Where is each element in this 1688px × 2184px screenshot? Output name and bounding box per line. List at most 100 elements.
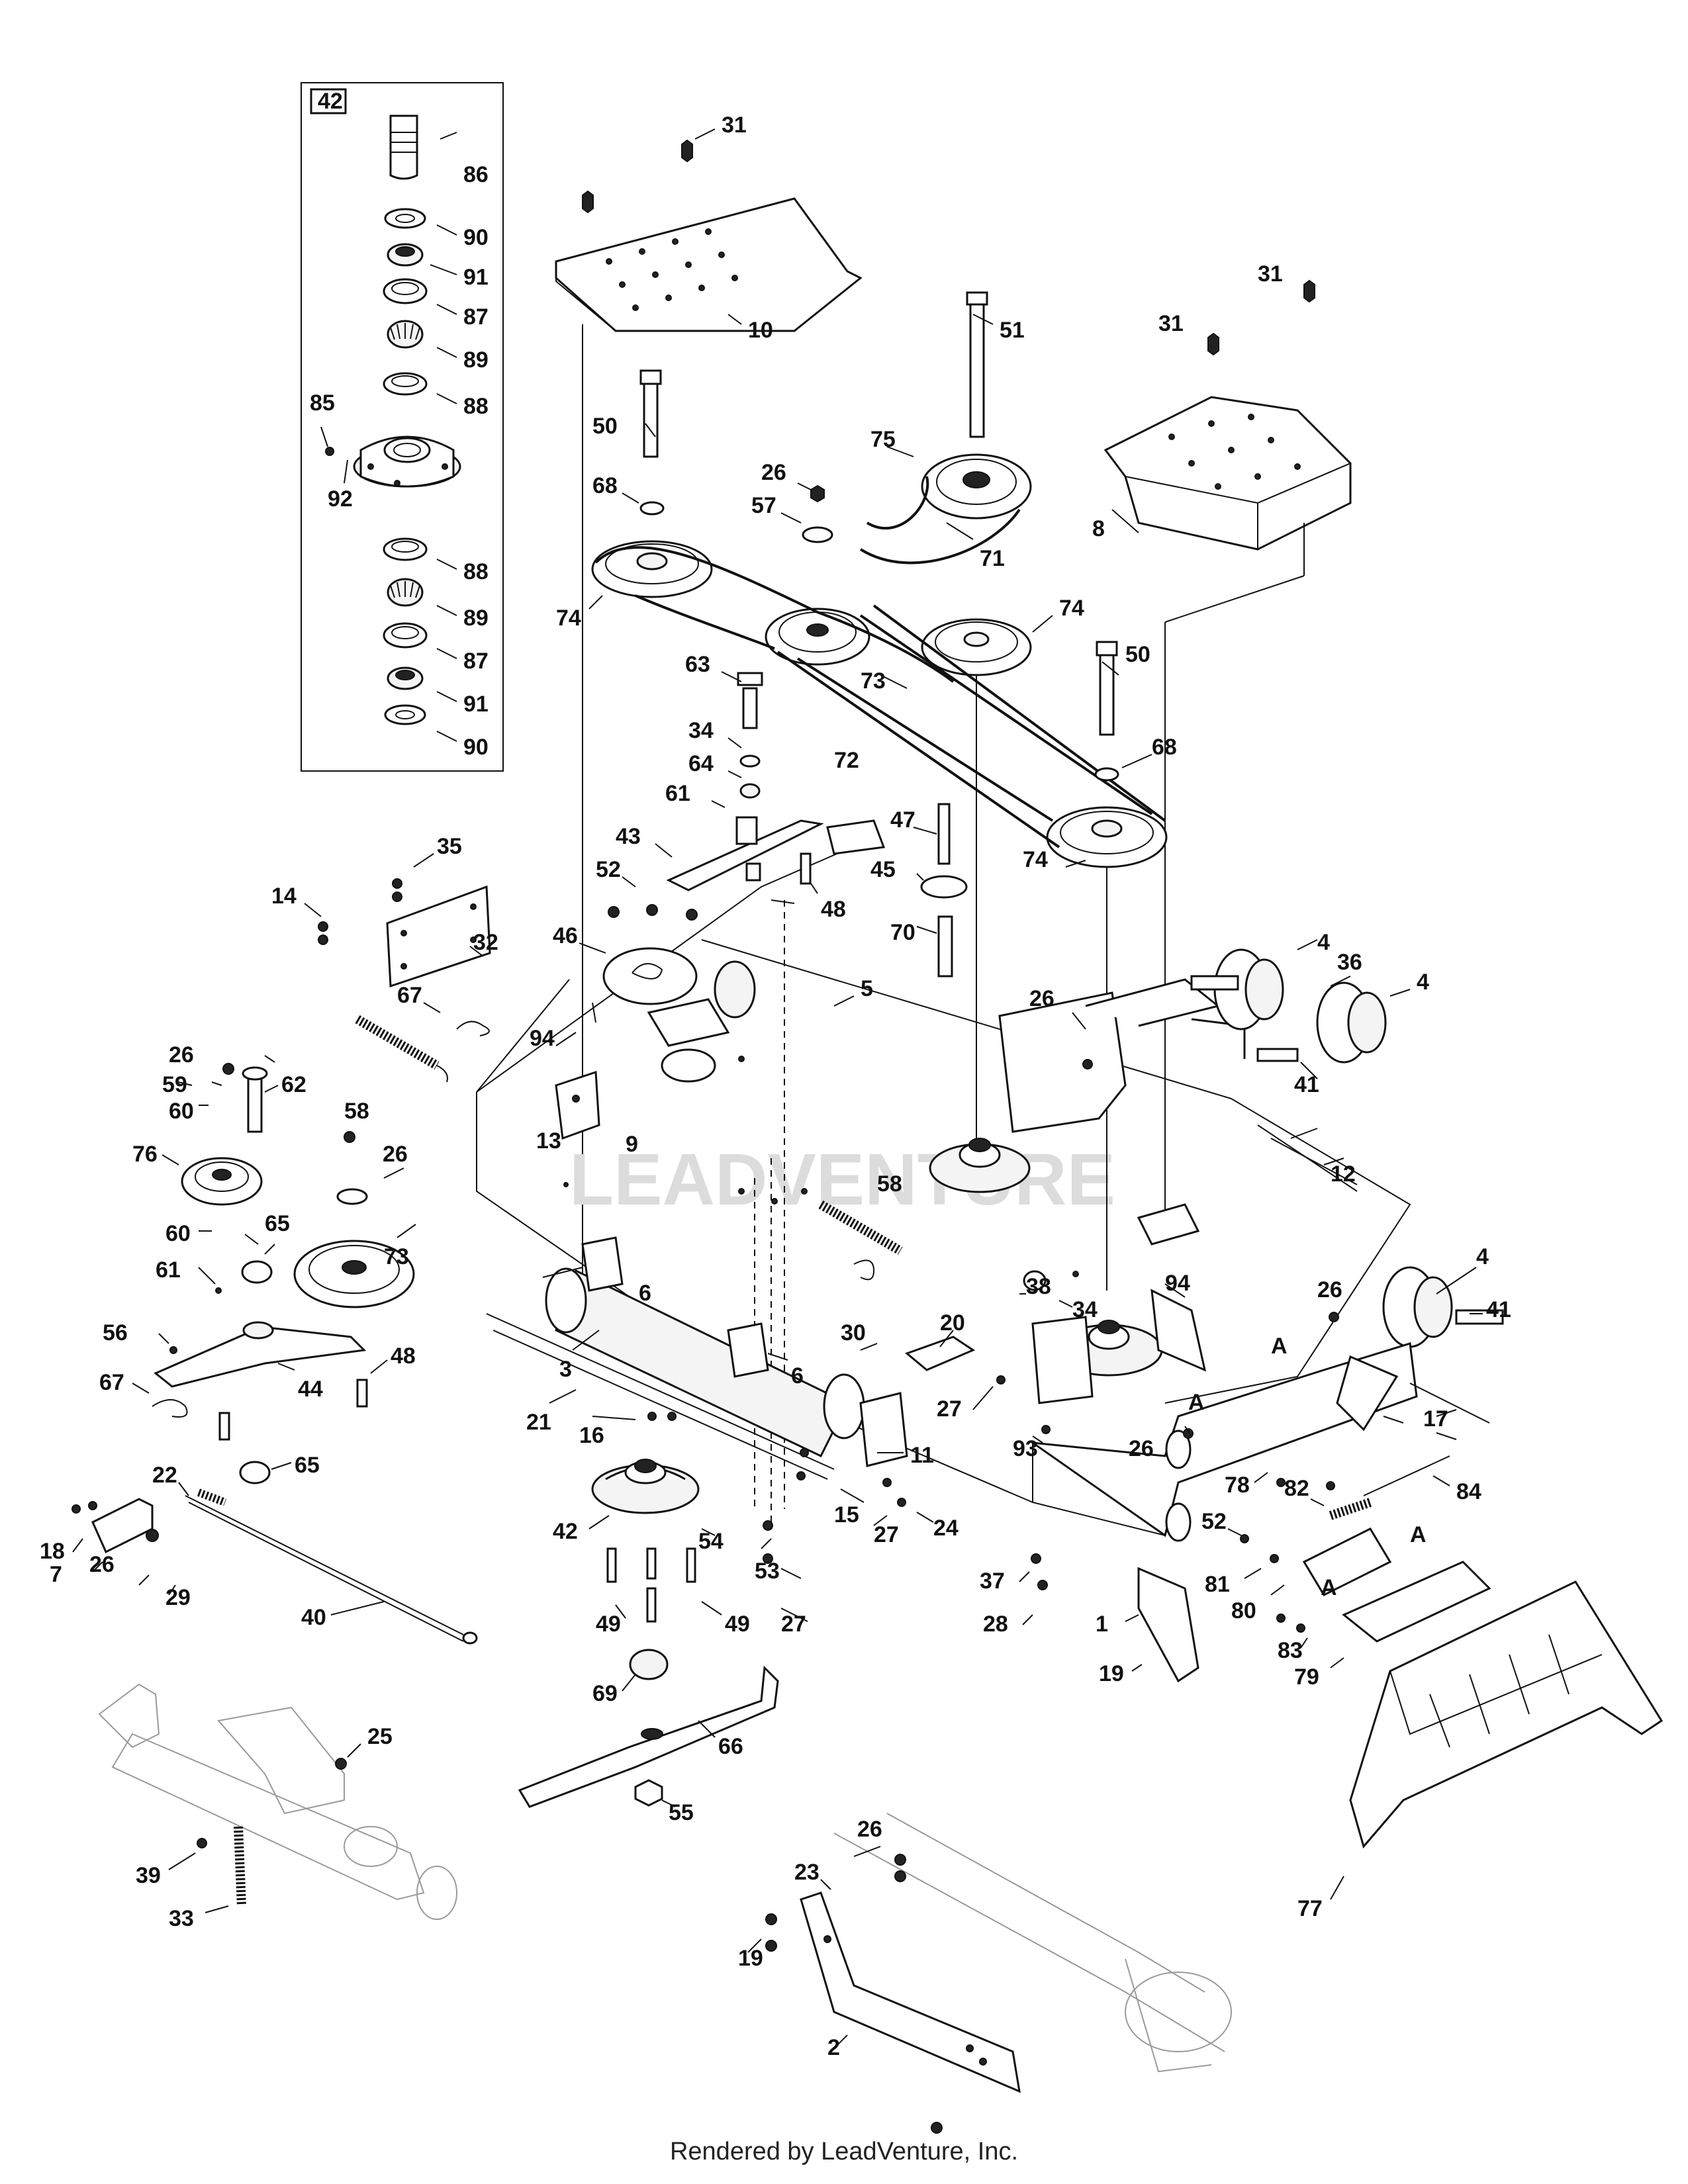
callout: 16 [579, 1423, 604, 1448]
callout: 94 [1165, 1271, 1190, 1296]
bolt-62 [242, 1066, 268, 1133]
bushing-65-top [241, 1260, 273, 1284]
callout: 46 [553, 923, 578, 948]
callout: 64 [688, 751, 714, 776]
washer-57-left [336, 1188, 368, 1205]
callout: 65 [295, 1453, 320, 1478]
watermark: LEADVENTURE [569, 1139, 1115, 1220]
baffle-tube [486, 1267, 865, 1480]
callout: 45 [870, 857, 896, 882]
callout: 26 [169, 1042, 194, 1068]
idler-arm-44 [154, 1321, 367, 1441]
bolt-48-top [800, 852, 812, 885]
rod-84 [1363, 1455, 1450, 1496]
callout: 26 [89, 1552, 115, 1577]
callout: 31 [722, 113, 747, 138]
belt-cover-left [555, 197, 863, 1343]
callout: 90 [463, 735, 489, 760]
belt-71 [859, 476, 1021, 565]
pulley-76 [181, 1157, 263, 1206]
callout: 91 [463, 692, 489, 717]
callout: 68 [1152, 735, 1177, 760]
nut-25 [335, 1758, 347, 1770]
callout: 81 [1205, 1572, 1230, 1597]
axis-letters: A A A A [1188, 1334, 1427, 1600]
callout: 67 [99, 1370, 124, 1395]
callout: 50 [592, 414, 618, 439]
callout: 83 [1278, 1638, 1303, 1663]
callout: 58 [344, 1099, 369, 1124]
callout: 17 [1423, 1406, 1448, 1432]
callout: 33 [169, 1906, 194, 1931]
callout: 12 [1331, 1161, 1356, 1187]
inset-label: 42 [318, 89, 343, 114]
callout: 4 [1417, 970, 1429, 995]
callout: 25 [367, 1724, 393, 1749]
spring-33 [234, 1826, 246, 1907]
bolt-48-left [356, 1379, 368, 1408]
callout: 69 [592, 1681, 618, 1706]
bolts-19-23 [765, 1854, 943, 2134]
callout: 73 [861, 668, 886, 694]
callout: 79 [1294, 1664, 1319, 1690]
callout: 8 [1092, 516, 1105, 541]
callout: 89 [463, 347, 489, 373]
callout: 87 [463, 304, 489, 330]
bolt-17 [1409, 1383, 1490, 1424]
callout: 27 [874, 1522, 899, 1547]
callout: 82 [1284, 1476, 1309, 1501]
callout: 77 [1297, 1896, 1323, 1921]
bolt-31-group [582, 139, 1315, 356]
callout: 41 [1294, 1072, 1319, 1097]
spring-82 [1329, 1498, 1372, 1520]
callout: 26 [1129, 1436, 1154, 1461]
bracket-5 [647, 998, 730, 1047]
callout: 71 [980, 546, 1005, 571]
axis-letter: A [1188, 1390, 1205, 1415]
callout: 7 [50, 1562, 62, 1587]
callout: 67 [397, 983, 422, 1008]
belt-cover-right [1103, 396, 1352, 1218]
nut-55 [634, 1779, 663, 1807]
callout: 63 [685, 652, 710, 677]
bracket-7 [71, 1498, 159, 1554]
hook-67-center [853, 1259, 875, 1281]
leader-lines [72, 128, 1483, 2049]
spindle-shaft [389, 114, 418, 180]
callout: 86 [463, 162, 489, 187]
bracket-11 [859, 1392, 908, 1467]
callout: 85 [310, 390, 335, 416]
callout: 84 [1456, 1479, 1481, 1504]
callout: 3 [559, 1357, 572, 1382]
callout: 57 [751, 493, 776, 518]
bracket-lower-center [826, 819, 1200, 1246]
callout: 40 [301, 1605, 326, 1630]
bolt-51 [966, 291, 988, 438]
washer-57 [802, 526, 833, 543]
chute-bracket-79 [1302, 1527, 1491, 1643]
callout: 27 [937, 1396, 962, 1422]
callout: 34 [1072, 1297, 1098, 1322]
spring-58-center [818, 1200, 903, 1255]
callout: 18 [40, 1539, 65, 1564]
callout: 5 [861, 976, 873, 1001]
bracket-1 [1137, 1567, 1199, 1683]
callout: 20 [940, 1310, 965, 1336]
callout: 88 [463, 394, 489, 419]
bracket-9 [555, 1070, 600, 1140]
callout: 35 [437, 834, 462, 859]
callout: 90 [463, 225, 489, 250]
callout: 26 [1029, 986, 1055, 1011]
front-bracket [998, 978, 1358, 1192]
callout: 73 [384, 1244, 409, 1269]
callout: 60 [165, 1221, 191, 1246]
spindle-right [1031, 1316, 1163, 1404]
callout: 70 [890, 920, 915, 945]
callout: 1 [1096, 1612, 1108, 1637]
callout: 24 [933, 1516, 959, 1541]
hook-67-left [152, 1399, 188, 1418]
callout: 51 [1000, 318, 1025, 343]
bracket-94-right [1150, 1289, 1207, 1372]
callout: 22 [152, 1463, 177, 1488]
wheel-4-right [1316, 981, 1387, 1064]
